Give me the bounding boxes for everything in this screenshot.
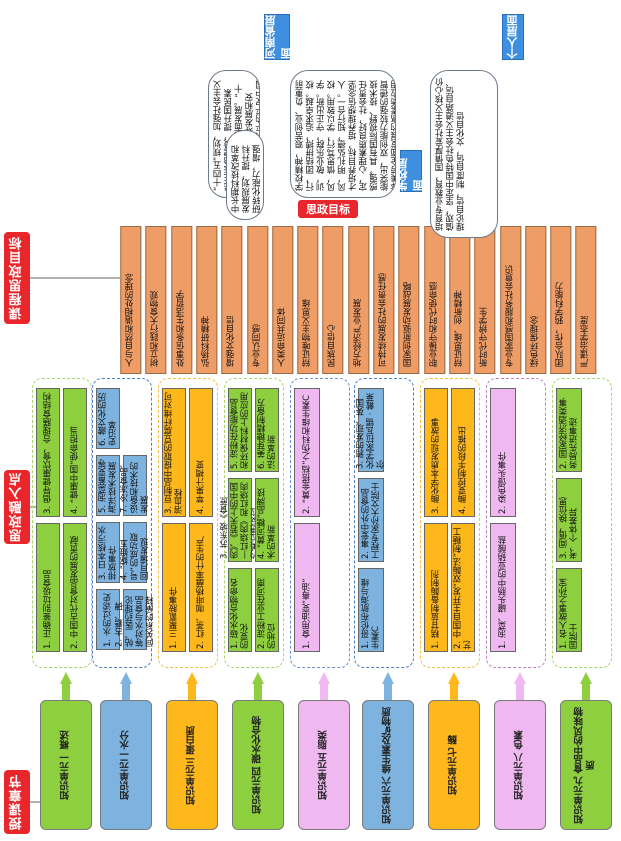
point-group: [354, 378, 414, 668]
goal-item: 民族自信心: [322, 226, 344, 374]
goal-item: 严谨治学态度: [575, 226, 597, 374]
point-item: 2. 淀粉工业在河南的地位: [255, 568, 279, 652]
point-item: 3. 日本核污水排放事件: [96, 522, 120, 583]
point-item: 3. 倡导健康饮食，合理膳食结构: [36, 388, 60, 517]
point-item: 2. 事爱中外的食品工程专家孙大文院士: [358, 478, 384, 562]
chapter-arrow: [186, 672, 198, 684]
chapter-arrow: [514, 672, 526, 684]
chapter-arrow-stem: [122, 684, 130, 700]
header-goals: 课程思政目标: [4, 232, 30, 324]
goal-item: 专业家国感和服务社会意识: [499, 226, 521, 374]
chapter-box: 知识单元五 脂类: [298, 700, 350, 830]
point-item: 1. 糕甘蓝制备酶制剂: [424, 523, 448, 652]
point-group: [486, 378, 546, 668]
goal-item: 职业操守和时代使命感: [423, 226, 445, 374]
chapter-arrow: [382, 672, 394, 684]
goal-title: 思政目标: [298, 200, 358, 218]
chapter-box: 知识单元一 概述: [40, 700, 92, 830]
point-item: 1. 正确鉴别垃圾食品: [36, 523, 60, 652]
point-group: [552, 378, 612, 668]
goal-item: 地方经济产业发展: [347, 226, 369, 374]
chapter-box: 知识单元三 蛋白质: [166, 700, 218, 830]
point-item: 2. 染色馒头事件: [490, 388, 516, 517]
goal-item: 新时代守辨学生: [474, 226, 496, 374]
point-group: [290, 378, 350, 668]
goal-item: 可持续发展的社会责任感: [373, 226, 395, 374]
goal-item: 人与自然和谐相处的理念: [120, 226, 142, 374]
point-group: [32, 378, 92, 668]
goal-item: 人类命运共同体: [271, 226, 294, 374]
chapter-arrow-stem: [62, 684, 70, 700]
goal-item: 团队合作，鸦学科能力: [550, 226, 572, 374]
chapter-arrow-stem: [188, 684, 196, 700]
point-item: 1. 名人故事之孙宝国院士: [556, 568, 582, 652]
chapter-arrow-stem: [254, 684, 262, 700]
point-item: 4. 苹果汁褐变: [189, 388, 213, 517]
point-item: 4. 酶变控制手段的推出: [451, 388, 475, 517]
level-cloud: 中长期科技改革和发展规划，提升科研转化能力，增强服务社会发展能力。经济发展十大战…: [226, 130, 264, 220]
point-item: 2. “黄金搭档”之伪科和维生素C: [294, 388, 320, 517]
chapter-arrow: [252, 672, 264, 684]
point-group: [92, 378, 152, 668]
point-item: 1. 碳水化合物命名的变化: [228, 568, 252, 652]
chapter-arrow: [60, 672, 72, 684]
chapter-box: 知识单元二 水分: [100, 700, 152, 830]
point-item: 4. “黄河糖”品牌技术的革新: [255, 478, 279, 562]
point-item: 2. 中国自主开发“双酶法”制糖工艺: [451, 523, 475, 652]
header-points: 思政融入点: [4, 470, 30, 544]
point-item: 2. 红茶、咖啡杨蘸率什的生产: [189, 523, 213, 652]
point-item: 5. 泡菜蓄变等海洋技术发展: [96, 455, 120, 516]
point-item: 3. 酶化学本质发现的故事: [424, 388, 448, 517]
point-item: 1. 食用油变“毒油”: [294, 523, 320, 652]
point-item: 3. 豆制品中提取的豆腐纤维对可溶血栓: [162, 388, 186, 517]
point-item: 2. 中国古代对食品发展的贡献: [63, 523, 87, 652]
chapter-arrow-stem: [450, 684, 458, 700]
chapter-arrow: [120, 672, 132, 684]
point-item: 4. “嫦娥五号”的成功取回月壤发现: [120, 522, 150, 583]
point-item: 5. 淀粉在功能食品和环保材料上的应用: [228, 388, 252, 472]
chapter-arrow-stem: [384, 684, 392, 700]
point-item: 3. 苏东坡《食蔗肉》、《若天上的中国—红烧肉》和红烧肉的美拉德反应: [220, 478, 260, 562]
goal-item: 专业认同感: [246, 226, 268, 374]
point-group: [420, 378, 480, 668]
chapter-box: 知识单元七 酶: [428, 700, 480, 830]
point-item: 2. 古籍、碑帖、医药理论等对水与食品间关系的阐释: [115, 589, 155, 650]
point-item: 3. 闻值，换位思考，个体差异: [556, 478, 582, 562]
chapter-arrow: [580, 672, 592, 684]
level-label: 个人层面: [502, 14, 524, 60]
level-label: 河南省层面: [264, 14, 293, 60]
level-cloud: 学校精神，艰苦创业、负重前行，团结拼搏，追求卓越。校训，敬业乐群，守正出新。学风…: [290, 70, 396, 198]
point-item: 1. 三聚氰胺事件: [162, 523, 186, 652]
point-item: 3. 鸦的发现、英国化学家拉瓦锡 · 戴莱尔: [356, 388, 386, 472]
chapter-arrow-stem: [516, 684, 524, 700]
point-item: 1. 哥伦布航海与维生素C: [358, 568, 384, 652]
point-group: [158, 378, 218, 668]
chapter-arrow: [318, 672, 330, 684]
point-item: 4. “健康中国”使命担当: [63, 388, 87, 517]
goal-item: 弘扬科研精神: [195, 226, 218, 374]
level-cloud: 培育专业教育，国情厚爱社会主义核心价值观，坚定中国特色社会主义道路自信、理论自信…: [430, 70, 498, 238]
goal-item: 处事信条和生活哲学: [170, 226, 192, 374]
point-item: 6. 美芽糖精制备方法的革新: [255, 388, 279, 472]
goal-item: 绿色环保理念: [524, 226, 547, 374]
goal-item: 辩证唯物主义思维: [297, 226, 319, 374]
point-item: 1. 泡菜、罐头肠中的亚硝酸盐: [490, 523, 516, 652]
chapter-box: 知识单元四 碳水化合物: [232, 700, 284, 830]
point-item: 7. 冷冻食品、设备和技术的发展: [120, 455, 150, 516]
point-item: 6. 藏文化的历史沿革: [96, 388, 120, 449]
goal-item: 辩证思维、创新精神: [448, 226, 471, 374]
goal-item: 国家创新驱动发展战略: [398, 226, 420, 374]
chapter-arrow: [448, 672, 460, 684]
goal-item: 增强文化自信: [221, 226, 243, 374]
chapter-arrow-stem: [320, 684, 328, 700]
level-label: 学校层面: [396, 150, 425, 192]
chapter-box: 知识单元八 色素: [494, 700, 546, 830]
chapter-box: 知识单元九 食品中的风味物质: [560, 700, 612, 830]
chapter-arrow-stem: [582, 684, 590, 700]
goal-item: 树立和践行大食物观: [145, 226, 167, 374]
header-chapter: 授课章节: [4, 770, 30, 834]
point-item: 2. 国家经济酒类事务局先进事迹: [556, 388, 582, 472]
chapter-box: 知识单元六 维生素及矿物质: [362, 700, 414, 830]
point-group: [224, 378, 284, 668]
